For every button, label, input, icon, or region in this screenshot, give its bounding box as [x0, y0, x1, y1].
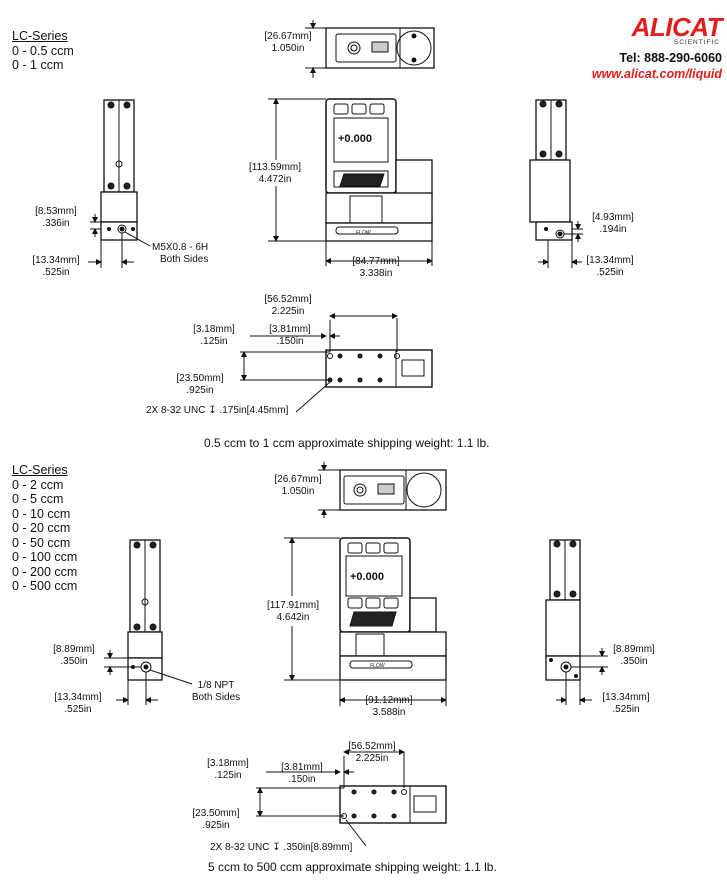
dim-label: [84.77mm] — [352, 256, 400, 267]
thread-depth: .350in[8.89mm] — [283, 842, 353, 853]
shipping-weight: 0.5 ccm to 1 ccm approximate shipping we… — [204, 436, 490, 450]
dim-label: [8.53mm] — [35, 206, 77, 217]
dim-label: [4.93mm] — [592, 212, 634, 223]
depth-symbol-icon: ↧ — [272, 842, 281, 853]
dim-label: 2.225in — [355, 753, 389, 764]
range-item: 0 - 1 ccm — [12, 58, 64, 72]
series-title: LC-Series — [12, 463, 68, 477]
alicat-logo: ALICAT — [631, 12, 723, 42]
range-item: 0 - 500 ccm — [12, 579, 78, 593]
dim-label: .525in — [64, 704, 92, 715]
thread-callout: 2X 8-32 UNC ↧ .350in[8.89mm] — [210, 842, 352, 853]
series-list-1: LC-Series 0 - 0.5 ccm 0 - 1 ccm — [12, 29, 74, 73]
range-item: 0 - 20 ccm — [12, 521, 71, 535]
dim-label: [91.12mm] — [365, 695, 413, 706]
dim-label: [23.50mm] — [176, 373, 224, 384]
dim-label: 2.225in — [271, 306, 305, 317]
thread-note: Both Sides — [160, 254, 209, 265]
display-value-1: +0.000 — [338, 133, 372, 145]
dim-label: 4.472in — [258, 174, 292, 185]
dim-label: [113.59mm] — [248, 162, 302, 173]
dim-label: .350in — [620, 656, 648, 667]
range-item: 0 - 5 ccm — [12, 492, 64, 506]
dim-label: .525in — [42, 267, 70, 278]
dim-label: .150in — [288, 774, 316, 785]
dim-label: .150in — [276, 336, 304, 347]
dim-label: 4.642in — [276, 612, 310, 623]
thread-spec: 2X 8-32 UNC — [210, 842, 270, 853]
dim-label: [23.50mm] — [192, 808, 240, 819]
brand-block: ALICAT SCIENTIFIC Tel: 888-290-6060 www.… — [592, 10, 726, 82]
dim-label: [3.18mm] — [193, 324, 235, 335]
dim-label: [8.89mm] — [53, 644, 95, 655]
dim-label: .925in — [202, 820, 230, 831]
dim-label: [8.89mm] — [613, 644, 655, 655]
right-view-1 — [529, 99, 583, 268]
bottom-view-1 — [240, 313, 433, 413]
range-item: 0 - 2 ccm — [12, 477, 64, 492]
series-list-2: LC-Series 0 - 2 ccm 0 - 5 ccm 0 - 10 ccm… — [12, 463, 77, 594]
dim-label: [3.18mm] — [207, 758, 249, 769]
series-title: LC-Series — [12, 29, 68, 43]
dim-label: 1.050in — [281, 486, 315, 497]
dim-label: .925in — [186, 385, 214, 396]
dim-label: [56.52mm] — [264, 294, 312, 305]
thread-note: M5X0.8 - 6H — [152, 242, 209, 253]
dim-label: 3.338in — [359, 268, 393, 279]
display-label-2: FLOW — [370, 663, 386, 669]
left-view-1 — [88, 99, 151, 268]
range-item: 0 - 100 ccm — [12, 550, 78, 564]
top-view-1 — [305, 20, 435, 78]
shipping-weight: 5 ccm to 500 ccm approximate shipping we… — [208, 860, 497, 874]
dim-label: .350in — [60, 656, 88, 667]
dim-label: [117.91mm] — [266, 600, 320, 611]
right-view-2 — [545, 539, 608, 705]
dim-label: .125in — [200, 336, 228, 347]
thread-note: Both Sides — [191, 692, 241, 703]
website-link[interactable]: www.alicat.com/liquid — [591, 67, 722, 81]
bottom-view-2 — [256, 749, 447, 847]
dim-label: [13.34mm] — [32, 255, 80, 266]
front-view-1 — [268, 98, 433, 266]
dim-label: [13.34mm] — [586, 255, 634, 266]
thread-depth: .175in[4.45mm] — [219, 405, 289, 416]
depth-symbol-icon: ↧ — [208, 405, 217, 416]
front-view-2 — [284, 537, 447, 706]
dim-label: .336in — [42, 218, 70, 229]
dim-label: 3.588in — [372, 707, 406, 718]
dim-label: .194in — [599, 224, 627, 235]
display-value-2: +0.000 — [350, 571, 384, 583]
range-item: 0 - 10 ccm — [12, 506, 71, 521]
logo-subtitle: SCIENTIFIC — [673, 39, 720, 46]
range-item: 0 - 200 ccm — [12, 564, 78, 579]
top-view-2 — [318, 462, 447, 518]
dim-label: [26.67mm] — [264, 31, 312, 42]
dim-label: .525in — [596, 267, 624, 278]
range-item: 0 - 0.5 ccm — [12, 43, 74, 58]
dim-label: .125in — [214, 770, 242, 781]
dim-label: [3.81mm] — [281, 762, 323, 773]
display-label-1: FLOW — [356, 230, 372, 236]
dim-label: [56.52mm] — [348, 741, 396, 752]
thread-spec: 2X 8-32 UNC — [146, 405, 206, 416]
phone-number: Tel: 888-290-6060 — [619, 51, 722, 65]
range-item: 0 - 50 ccm — [12, 535, 71, 550]
dim-label: [3.81mm] — [269, 324, 311, 335]
left-view-2 — [104, 539, 193, 705]
thread-callout: 2X 8-32 UNC ↧ .175in[4.45mm] — [146, 405, 288, 416]
thread-note: 1/8 NPT — [197, 680, 235, 691]
dim-label: [13.34mm] — [602, 692, 650, 703]
dim-label: 1.050in — [271, 43, 305, 54]
dim-label: [13.34mm] — [54, 692, 102, 703]
dim-label: .525in — [612, 704, 640, 715]
dim-label: [26.67mm] — [274, 474, 322, 485]
